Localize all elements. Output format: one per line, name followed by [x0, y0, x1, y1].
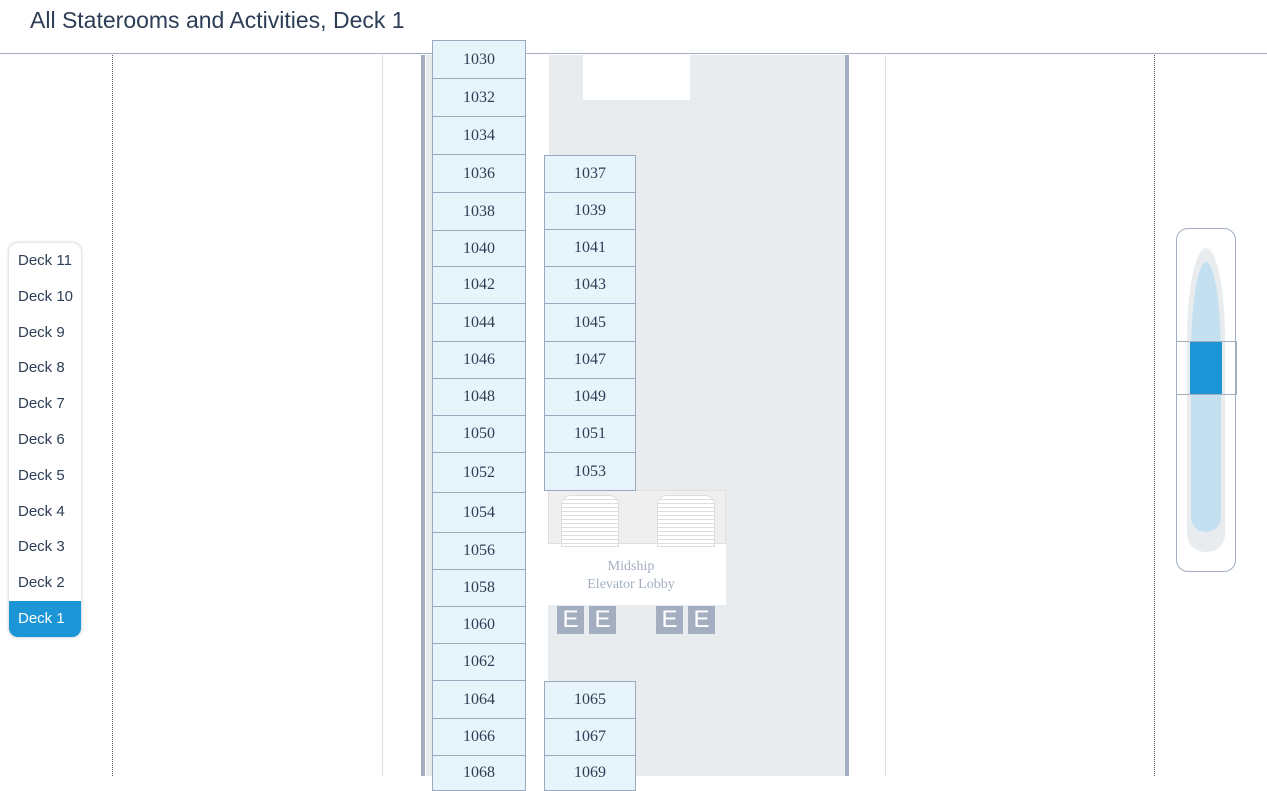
stateroom[interactable]: 1067 — [544, 718, 636, 756]
divider — [112, 55, 113, 776]
stateroom[interactable]: 1045 — [544, 303, 636, 342]
stateroom[interactable]: 1053 — [544, 452, 636, 491]
stateroom[interactable]: 1058 — [432, 569, 526, 607]
stateroom[interactable]: 1043 — [544, 266, 636, 304]
stateroom[interactable]: 1040 — [432, 230, 526, 267]
stateroom[interactable]: 1066 — [432, 718, 526, 756]
stateroom[interactable]: 1052 — [432, 452, 526, 493]
stateroom[interactable]: 1069 — [544, 755, 636, 791]
deck-item[interactable]: Deck 6 — [18, 430, 65, 448]
deck-item[interactable]: Deck 9 — [18, 323, 65, 341]
stairs — [548, 490, 726, 547]
deck-item[interactable]: Deck 4 — [18, 502, 65, 520]
stateroom[interactable]: 1047 — [544, 341, 636, 379]
minimap-viewport-handle[interactable] — [1176, 341, 1237, 395]
stateroom[interactable]: 1064 — [432, 680, 526, 719]
elevator-icon: E — [688, 606, 715, 634]
stateroom[interactable]: 1030 — [432, 40, 526, 79]
elevator-icon: E — [656, 606, 683, 634]
elevator-icon: E — [557, 606, 584, 634]
stateroom[interactable]: 1032 — [432, 78, 526, 117]
header: All Staterooms and Activities, Deck 1 — [0, 0, 1267, 54]
stateroom[interactable]: 1046 — [432, 341, 526, 379]
hull-wall — [845, 55, 849, 776]
stateroom[interactable]: 1037 — [544, 155, 636, 193]
deck-selector: Deck 11 Deck 10 Deck 9 Deck 8 Deck 7 Deck 6 De… — [8, 242, 82, 638]
deck-item[interactable]: Deck 2 — [18, 574, 65, 592]
current-deck-section — [1190, 342, 1222, 394]
elevator-icon: E — [589, 606, 616, 634]
aisle — [525, 490, 548, 680]
deck-item[interactable]: Deck 8 — [18, 359, 65, 377]
stateroom[interactable]: 1039 — [544, 192, 636, 230]
stateroom[interactable]: 1049 — [544, 378, 636, 416]
stateroom[interactable]: 1034 — [432, 116, 526, 155]
deck-item[interactable]: Deck 5 — [18, 466, 65, 484]
hull-wall — [421, 55, 425, 776]
stateroom[interactable]: 1056 — [432, 532, 526, 570]
page-title: All Staterooms and Activities, Deck 1 — [30, 7, 405, 33]
stateroom[interactable]: 1041 — [544, 229, 636, 267]
deck-item[interactable]: Deck 7 — [18, 395, 65, 413]
hull-outline — [382, 55, 886, 776]
deck-item[interactable]: Deck 3 — [18, 538, 65, 556]
stateroom[interactable]: 1038 — [432, 192, 526, 231]
stairs — [583, 55, 690, 100]
deck-item[interactable]: Deck 1 — [9, 600, 81, 637]
stateroom[interactable]: 1060 — [432, 606, 526, 644]
stateroom[interactable]: 1048 — [432, 378, 526, 416]
stateroom[interactable]: 1044 — [432, 303, 526, 342]
stateroom[interactable]: 1065 — [544, 681, 636, 719]
stateroom[interactable]: 1036 — [432, 154, 526, 193]
deck-item[interactable]: Deck 10 — [18, 287, 74, 305]
ship-minimap — [1176, 228, 1236, 572]
stateroom[interactable]: 1054 — [432, 492, 526, 533]
divider — [1154, 55, 1155, 776]
deck-item[interactable]: Deck 11 — [18, 252, 72, 269]
stateroom[interactable]: 1042 — [432, 266, 526, 304]
ship-icon — [1191, 262, 1221, 532]
stateroom[interactable]: 1062 — [432, 643, 526, 681]
stateroom[interactable]: 1051 — [544, 415, 636, 453]
stateroom[interactable]: 1050 — [432, 415, 526, 453]
stateroom[interactable]: 1068 — [432, 755, 526, 791]
